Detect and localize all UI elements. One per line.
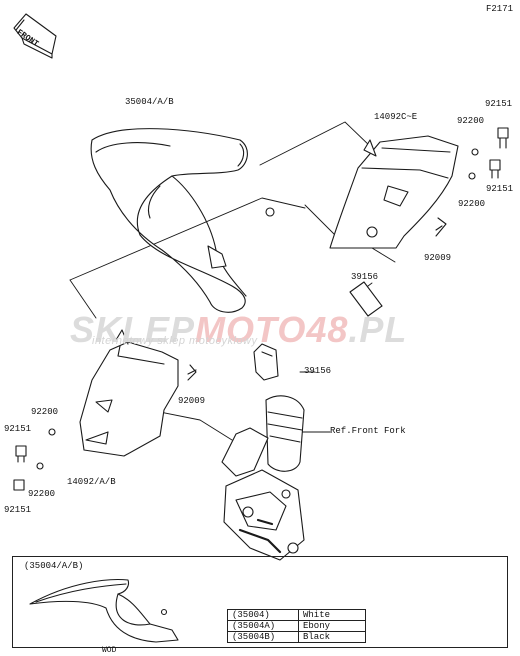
upper-fasteners bbox=[435, 127, 509, 237]
label-fender: 35004/A/B bbox=[125, 97, 174, 107]
label-upper-screw: 92009 bbox=[424, 253, 452, 263]
clips bbox=[253, 281, 383, 381]
color-code-cell: (35004B) bbox=[227, 631, 299, 643]
label-upper-washer-1: 92200 bbox=[457, 116, 485, 126]
color-code-cell: (35004) bbox=[227, 609, 299, 621]
label-lower-bolt-2: 92151 bbox=[4, 505, 32, 515]
upper-fork-guard bbox=[329, 135, 459, 249]
lower-fork-guard bbox=[79, 329, 179, 457]
lower-fasteners bbox=[13, 428, 56, 491]
label-lower-bolt-1: 92151 bbox=[4, 424, 32, 434]
table-row: (35004) White bbox=[227, 609, 366, 621]
inset-fender bbox=[29, 579, 179, 643]
front-arrow-icon bbox=[13, 13, 57, 59]
label-upper-guard: 14092C~E bbox=[374, 112, 418, 122]
table-row: (35004A) Ebony bbox=[227, 620, 366, 632]
color-name-cell: Black bbox=[298, 631, 366, 643]
inset-title: (35004/A/B) bbox=[24, 561, 84, 571]
label-lower-washer-2: 92200 bbox=[28, 489, 56, 499]
front-fork bbox=[221, 395, 305, 561]
label-upper-washer-2: 92200 bbox=[458, 199, 486, 209]
watermark-logo: SKLEPMOTO48.PL bbox=[70, 309, 408, 350]
inset-caption: WOD bbox=[102, 646, 117, 655]
label-lower-clip: 39156 bbox=[304, 366, 332, 376]
label-lower-guard: 14092/A/B bbox=[67, 477, 116, 487]
color-name-cell: Ebony bbox=[298, 620, 366, 632]
watermark-subtitle: internetowy sklep motocyklowy bbox=[92, 335, 258, 347]
color-name-cell: White bbox=[298, 609, 366, 621]
label-lower-washer-1: 92200 bbox=[31, 407, 59, 417]
color-code-cell: (35004A) bbox=[227, 620, 299, 632]
lower-screw bbox=[187, 364, 197, 381]
label-lower-screw: 92009 bbox=[178, 396, 206, 406]
front-fender bbox=[90, 128, 275, 313]
label-upper-bolt-2: 92151 bbox=[486, 184, 514, 194]
diagram-code: F2171 bbox=[486, 4, 514, 14]
label-upper-bolt-1: 92151 bbox=[485, 99, 513, 109]
label-upper-clip: 39156 bbox=[351, 272, 379, 282]
color-table: (35004) White (35004A) Ebony (35004B) Bl… bbox=[227, 609, 366, 643]
label-front-fork-ref: Ref.Front Fork bbox=[330, 426, 406, 436]
table-row: (35004B) Black bbox=[227, 631, 366, 643]
inset-box bbox=[12, 556, 508, 648]
